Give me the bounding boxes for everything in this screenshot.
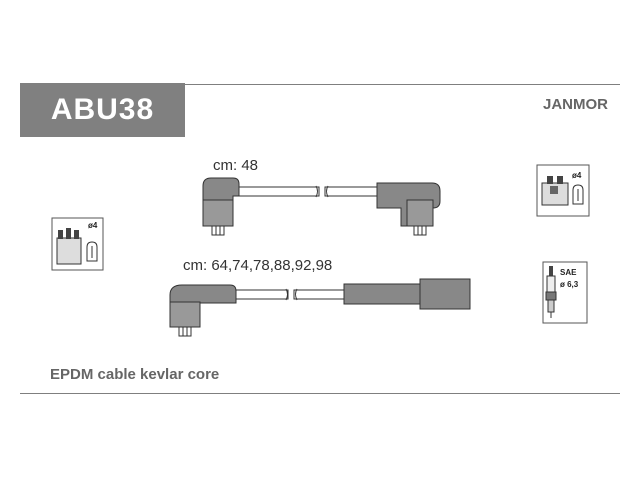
top-rule <box>20 84 620 85</box>
ignition-wire-1 <box>202 177 441 236</box>
spark-plug-icon: SAE ø 6,3 <box>542 261 588 324</box>
coil-terminal-size: ø4 <box>572 171 582 180</box>
wire1-length-label: cm: 48 <box>213 157 259 174</box>
distributor-terminal-size: ø4 <box>88 221 98 230</box>
spark-plug-type: SAE <box>560 268 577 277</box>
distributor-icon: ø4 <box>51 217 104 271</box>
part-code-badge: ABU38 <box>20 83 185 137</box>
part-code: ABU38 <box>50 93 155 126</box>
cable-material-note: EPDM cable kevlar core <box>50 366 220 383</box>
brand-name: JANMOR <box>542 96 608 113</box>
spark-plug-size: ø 6,3 <box>560 280 579 289</box>
wire2-length-label: cm: 64,74,78,88,92,98 <box>183 257 333 274</box>
ignition-coil-icon: ø4 <box>536 164 590 217</box>
bottom-rule <box>20 393 620 394</box>
ignition-wire-2 <box>169 278 471 337</box>
